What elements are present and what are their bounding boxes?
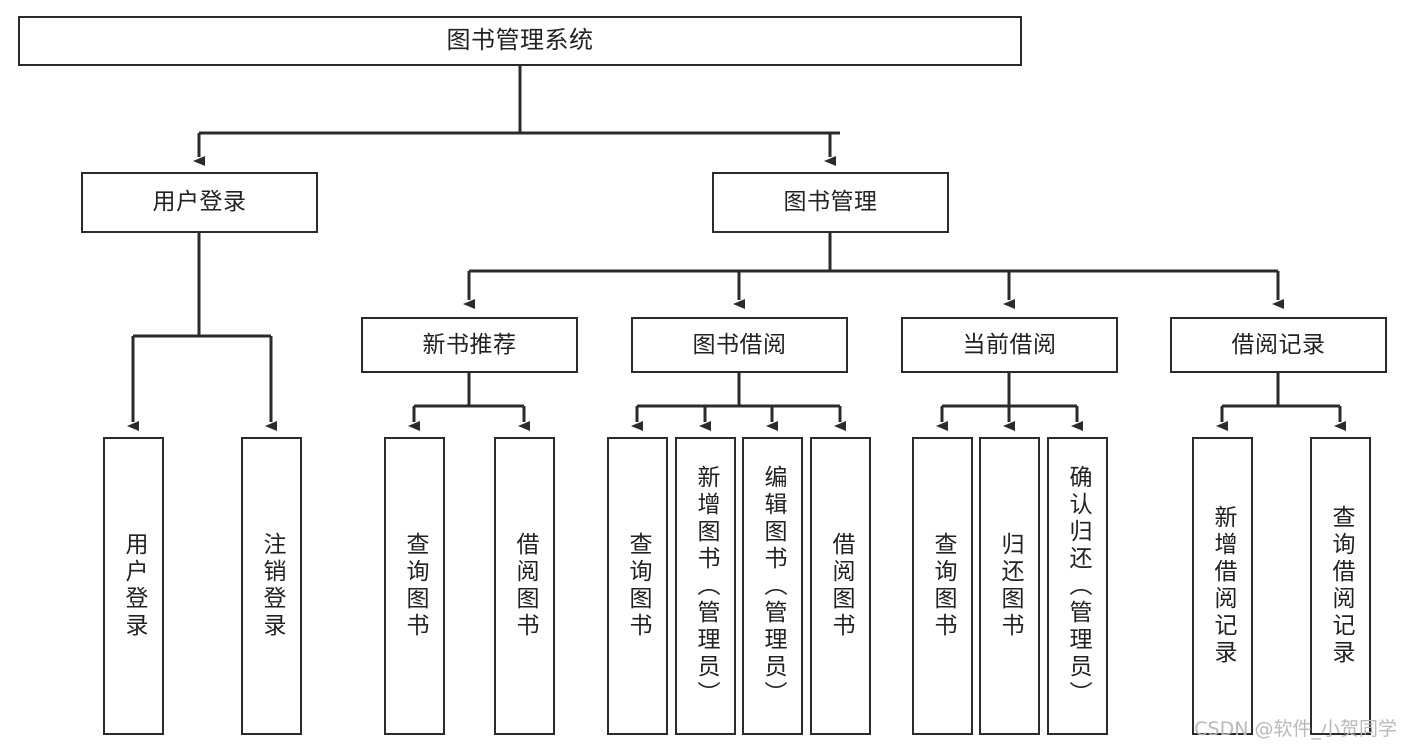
- leaf-query-record[interactable]: 查询借阅记录: [1310, 437, 1371, 735]
- leaf-edit-book[interactable]: 编辑图书（管理员）: [742, 437, 803, 735]
- leaf-query-book-3-label: 查询图书: [930, 532, 956, 640]
- leaf-return-book-label: 归还图书: [997, 532, 1023, 640]
- leaf-add-book-label: 新增图书（管理员）: [693, 464, 719, 708]
- node-book-borrow-label: 图书借阅: [692, 331, 787, 358]
- leaf-logout-label: 注销登录: [259, 532, 285, 640]
- node-borrow-record-label: 借阅记录: [1231, 331, 1326, 358]
- leaf-borrow-book-1-label: 借阅图书: [512, 532, 538, 640]
- leaf-confirm-return-label: 确认归还（管理员）: [1065, 464, 1091, 708]
- leaf-borrow-book-1[interactable]: 借阅图书: [494, 437, 555, 735]
- leaf-query-record-label: 查询借阅记录: [1328, 505, 1354, 667]
- node-root-label: 图书管理系统: [446, 26, 594, 55]
- watermark-text: CSDN @软件_小贺同学: [1194, 718, 1397, 740]
- leaf-query-book-1-label: 查询图书: [402, 532, 428, 640]
- leaf-borrow-book-2[interactable]: 借阅图书: [810, 437, 871, 735]
- leaf-user-login-label: 用户登录: [121, 532, 147, 640]
- leaf-query-book-3[interactable]: 查询图书: [912, 437, 973, 735]
- leaf-logout[interactable]: 注销登录: [241, 437, 302, 735]
- node-user-login[interactable]: 用户登录: [81, 172, 318, 233]
- leaf-add-record-label: 新增借阅记录: [1210, 505, 1236, 667]
- leaf-user-login[interactable]: 用户登录: [103, 437, 164, 735]
- leaf-query-book-1[interactable]: 查询图书: [384, 437, 445, 735]
- node-current-borrow-label: 当前借阅: [962, 331, 1057, 358]
- node-user-login-label: 用户登录: [152, 189, 247, 216]
- leaf-add-book[interactable]: 新增图书（管理员）: [675, 437, 736, 735]
- node-borrow-record[interactable]: 借阅记录: [1170, 317, 1387, 373]
- leaf-add-record[interactable]: 新增借阅记录: [1192, 437, 1253, 735]
- node-root[interactable]: 图书管理系统: [18, 16, 1022, 66]
- node-book-manage[interactable]: 图书管理: [712, 172, 949, 233]
- leaf-confirm-return[interactable]: 确认归还（管理员）: [1047, 437, 1108, 735]
- node-book-borrow[interactable]: 图书借阅: [631, 317, 848, 373]
- leaf-return-book[interactable]: 归还图书: [979, 437, 1040, 735]
- leaf-borrow-book-2-label: 借阅图书: [828, 532, 854, 640]
- node-book-manage-label: 图书管理: [783, 189, 878, 216]
- leaf-query-book-2[interactable]: 查询图书: [607, 437, 668, 735]
- node-new-book-rec[interactable]: 新书推荐: [361, 317, 578, 373]
- leaf-edit-book-label: 编辑图书（管理员）: [760, 464, 786, 708]
- leaf-query-book-2-label: 查询图书: [625, 532, 651, 640]
- node-current-borrow[interactable]: 当前借阅: [901, 317, 1118, 373]
- node-new-book-rec-label: 新书推荐: [422, 331, 517, 358]
